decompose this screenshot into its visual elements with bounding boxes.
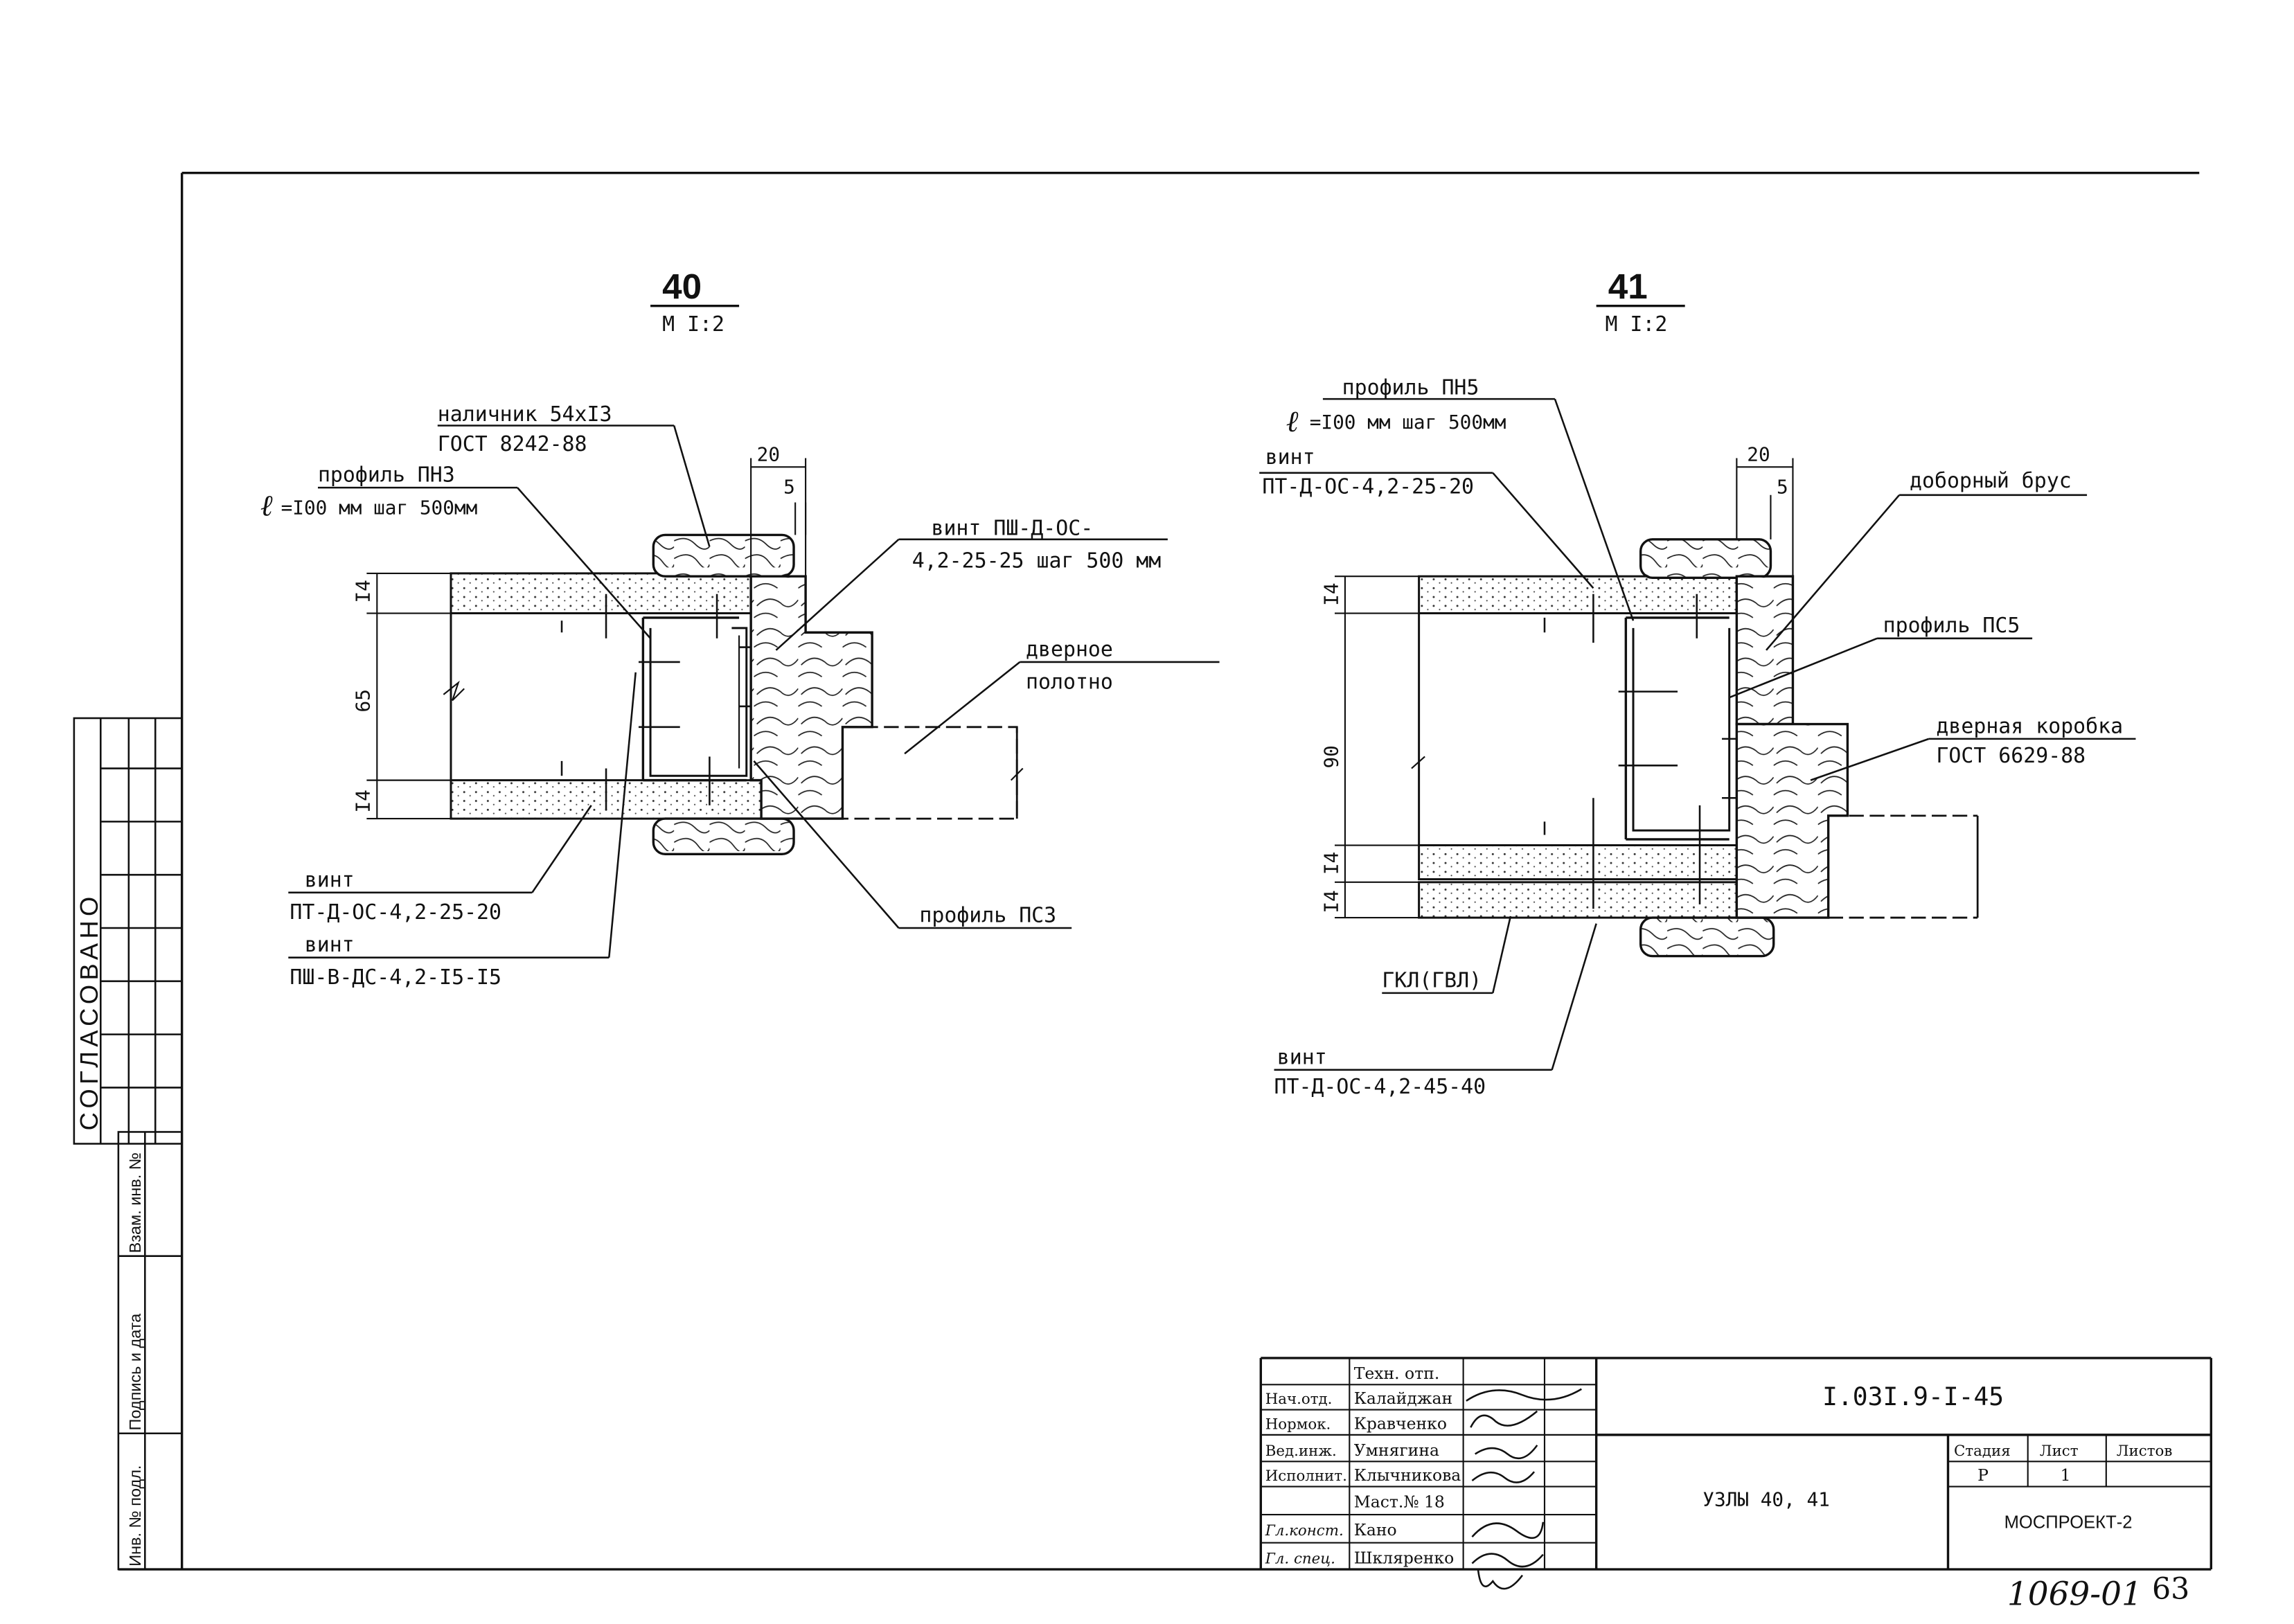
node-40-leaders (288, 425, 1220, 958)
tb-role-7: Гл. спец. (1265, 1551, 1335, 1568)
n40-profil-pn3-label: профиль ПН3 (318, 463, 455, 488)
n41-vint-a-label: винт (1265, 445, 1315, 470)
node-41-number: 41 (1608, 267, 1648, 306)
inv-podl-label: Инв. № подл. (126, 1465, 144, 1567)
n41-profil-pn5-label: профиль ПН5 (1342, 376, 1479, 400)
node-40-scale: М I:2 (662, 312, 724, 337)
organization: МОСПРОЕКТ-2 (2004, 1513, 2133, 1532)
n40-vint-a-spec: ПТ-Д-ОС-4,2-25-20 (290, 900, 501, 925)
signatures (1466, 1388, 1582, 1590)
node-40-section (443, 533, 1024, 856)
n41-dobor-label: доборный брус (1910, 469, 2072, 493)
tb-role-2: Нормок. (1265, 1416, 1331, 1433)
tb-role-3: Вед.инж. (1265, 1443, 1337, 1460)
tb-name-1: Калайджан (1354, 1389, 1452, 1408)
n41-l-symbol: ℓ (1286, 404, 1299, 439)
n40-nalichnik-label: наличник 54хI3 (438, 402, 612, 427)
sheet-header: Лист (2040, 1443, 2079, 1460)
drawing-title: УЗЛЫ 40, 41 (1702, 1488, 1830, 1510)
node-41-dimensions (1334, 458, 1794, 919)
title-block-grid (1259, 1357, 2213, 1570)
tb-name-5: Маст.№ 18 (1354, 1492, 1445, 1511)
n41-dim-14c: I4 (1319, 890, 1342, 913)
tb-name-2: Кравченко (1354, 1413, 1447, 1433)
n41-vint-b-label: винт (1277, 1045, 1327, 1069)
n41-vint-a-spec: ПТ-Д-ОС-4,2-25-20 (1262, 475, 1474, 499)
tb-role-6: Гл.конст. (1265, 1522, 1344, 1540)
n40-vint-b-label: винт (305, 933, 355, 957)
node-41-heading: 41 М I:2 (1596, 267, 1685, 337)
n41-dim-90: 90 (1319, 745, 1342, 768)
node-41-scale: М I:2 (1605, 312, 1667, 337)
node-40-heading: 40 М I:2 (650, 267, 740, 337)
n40-dim-14b: I4 (352, 789, 375, 812)
handwritten-number: 1069-01 (2007, 1575, 2142, 1613)
node-41-section (1411, 538, 1979, 958)
n40-dim-14a: I4 (352, 580, 375, 603)
vzam-inv-label: Взам. инв. № (126, 1152, 144, 1253)
n40-dim-5: 5 (783, 476, 795, 499)
n40-vint-a-label: винт (305, 868, 355, 892)
n41-dim-5: 5 (1777, 476, 1788, 499)
n41-korobka-label: дверная коробка (1936, 714, 2123, 738)
stage-value: Р (1977, 1465, 1989, 1485)
tb-name-7: Шкляренко (1354, 1549, 1455, 1568)
n40-dim-65: 65 (352, 689, 375, 712)
n41-vint-b-spec: ПТ-Д-ОС-4,2-45-40 (1274, 1075, 1486, 1099)
n41-profil-ps5-label: профиль ПС5 (1883, 614, 2020, 638)
n40-pn3-step: =I00 мм шаг 500мм (281, 497, 478, 519)
sheets-header: Листов (2117, 1443, 2173, 1460)
tb-role-4: Исполнит. (1265, 1467, 1347, 1485)
node-41-leaders (1259, 398, 2136, 1071)
n40-dim-20: 20 (757, 443, 780, 466)
tb-role-1: Нач.отд. (1265, 1391, 1333, 1408)
sheet-frame (118, 171, 2212, 1571)
n40-vint-psh-label: винт ПШ-Д-ОС- (931, 516, 1093, 540)
tb-name-4: Клычникова (1354, 1465, 1461, 1485)
sheet-value: 1 (2061, 1465, 2071, 1485)
n40-nalichnik-gost: ГОСТ 8242-88 (438, 432, 587, 456)
n40-vint-psh-spec: 4,2-25-25 шаг 500 мм (912, 548, 1162, 573)
tb-name-6: Кано (1354, 1520, 1397, 1540)
n41-dim-14b: I4 (1319, 852, 1342, 875)
tb-name-0: Техн. отп. (1354, 1364, 1440, 1383)
n40-polotno-2: полотно (1026, 670, 1113, 694)
n41-gkl-label: ГКЛ(ГВЛ) (1382, 968, 1482, 992)
n41-korobka-gost: ГОСТ 6629-88 (1936, 744, 2086, 768)
n40-polotno-1: дверное (1026, 637, 1113, 661)
n40-vint-b-spec: ПШ-В-ДС-4,2-I5-I5 (290, 965, 501, 990)
n41-pn5-step: =I00 мм шаг 500мм (1310, 411, 1506, 434)
side-stamp (73, 717, 183, 1571)
page-number: 63 (2152, 1572, 2189, 1607)
podpis-data-label: Подпись и дата (126, 1313, 144, 1431)
n41-dim-14a: I4 (1319, 582, 1342, 605)
n40-l-symbol: ℓ (260, 489, 273, 524)
doc-code: I.03I.9-I-45 (1822, 1382, 2004, 1411)
n40-profil-ps3-label: профиль ПС3 (919, 903, 1056, 927)
node-40-number: 40 (662, 267, 702, 306)
stage-header: Стадия (1954, 1443, 2011, 1460)
node-40-dimensions (366, 458, 807, 820)
n41-dim-20: 20 (1747, 443, 1770, 466)
soglasovano-label: СОГЛАСОВАНО (75, 892, 103, 1130)
tb-name-3: Умнягина (1354, 1440, 1439, 1460)
